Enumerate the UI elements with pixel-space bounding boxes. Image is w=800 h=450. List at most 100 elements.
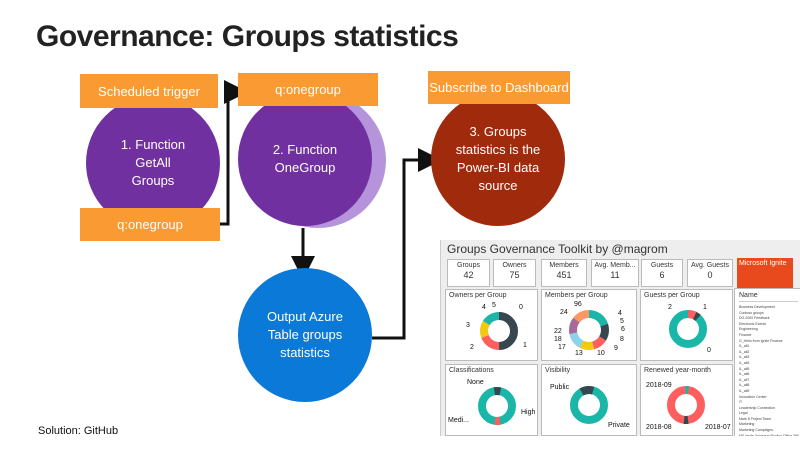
name-slicer-item[interactable]: DG-2000 Feedback: [739, 316, 770, 321]
members-label: 17: [558, 344, 566, 351]
kpi-label: Groups: [457, 262, 480, 269]
name-slicer-item[interactable]: IL_all1: [739, 344, 750, 349]
kpi-value: 42: [463, 270, 474, 280]
kpi-members: Members 451: [541, 259, 587, 287]
name-slicer-item[interactable]: Innovation Center: [739, 394, 767, 399]
queue-tag-top: q:onegroup: [238, 73, 378, 106]
kpi-label: Guests: [650, 262, 674, 269]
name-slicer-item[interactable]: IL_all7: [739, 377, 750, 382]
classifications-label: Medi...: [448, 417, 470, 424]
name-slicer-item[interactable]: IL_all9: [739, 388, 750, 393]
owners-donut: [480, 312, 518, 350]
owners-label: 2: [470, 344, 474, 351]
name-slicer-item[interactable]: MS Ignite Universal Studios Office 365: [739, 433, 799, 436]
members-label: 5: [620, 318, 624, 325]
guests-label: 2: [668, 304, 672, 311]
function1-node: 1. Function GetAll Groups: [86, 96, 220, 230]
name-slicer-item[interactable]: IL_all4: [739, 360, 750, 365]
panel-title: Visibility: [545, 367, 571, 374]
name-slicer-item[interactable]: Legal: [739, 411, 748, 416]
renewed-label: 2018-07: [705, 424, 731, 431]
kpi-guests: Guests 6: [641, 259, 683, 287]
datasource-node: 3. Groups statistics is the Power-BI dat…: [431, 92, 565, 226]
function1-label: 1. Function GetAll Groups: [120, 137, 186, 188]
connector-output-to-datasource: [372, 148, 442, 340]
kpi-label: Avg. Memb...: [594, 262, 636, 269]
name-slicer-item[interactable]: Marketing: [739, 422, 755, 427]
name-slicer-item[interactable]: IT: [739, 400, 743, 405]
kpi-value: 451: [556, 270, 572, 280]
classifications-donut: [478, 387, 516, 425]
subscribe-label: Subscribe to Dashboard: [429, 80, 569, 95]
name-slicer-item[interactable]: Business Development: [739, 305, 775, 309]
queue-tag-top-label: q:onegroup: [275, 82, 341, 97]
name-slicer-item[interactable]: Electronic Events: [739, 321, 767, 326]
guests-label: 1: [703, 304, 707, 311]
members-label: 6: [621, 326, 625, 333]
owners-label: 4: [482, 304, 486, 311]
dashboard-title: Groups Governance Toolkit by @magrom: [447, 242, 668, 256]
renewed-label: 2018-08: [646, 424, 672, 431]
renewed-donut: [667, 386, 705, 424]
footer-note: Solution: GitHub: [38, 425, 119, 437]
name-slicer-item[interactable]: IL_all8: [739, 383, 750, 388]
name-slicer-item[interactable]: Leadership Connection: [739, 405, 775, 410]
members-panel: Members per Group 96 24 4 5 6 22 8 18 9 …: [541, 289, 637, 361]
members-label: 18: [554, 336, 562, 343]
panel-title: Owners per Group: [449, 292, 507, 299]
name-slicer-item[interactable]: Finance: [739, 332, 752, 337]
queue-tag-bottom: q:onegroup: [80, 208, 220, 241]
owners-label: 5: [492, 302, 496, 309]
members-label: 4: [618, 310, 622, 317]
visibility-label: Public: [550, 384, 570, 391]
kpi-groups: Groups 42: [447, 259, 490, 287]
owners-label: 0: [519, 304, 523, 311]
name-slicer-item[interactable]: IL_all6: [739, 372, 750, 377]
scheduled-trigger-tag: Scheduled trigger: [80, 74, 218, 108]
kpi-value: 75: [509, 270, 520, 280]
kpi-owners: Owners 75: [493, 259, 536, 287]
members-label: 13: [575, 350, 583, 357]
name-slicer-item[interactable]: Mark 8 Project Team: [739, 416, 772, 421]
kpi-label: Avg. Guests: [690, 262, 729, 269]
panel-title: Renewed year-month: [644, 367, 711, 374]
classifications-label: High: [521, 409, 536, 416]
kpi-value: 0: [707, 270, 713, 280]
name-slicer-item[interactable]: G_Hello from Ignite Finance: [739, 338, 783, 343]
name-slicer-item[interactable]: Contoso groups: [739, 310, 764, 315]
members-donut: [569, 310, 609, 350]
kpi-value: 6: [659, 270, 665, 280]
owners-panel: Owners per Group 4 5 0 3 2 1: [445, 289, 538, 361]
output-node: Output Azure Table groups statistics: [238, 268, 372, 402]
name-slicer-item[interactable]: IL_all3: [739, 355, 750, 360]
kpi-value: 11: [610, 270, 620, 280]
panel-title: Guests per Group: [644, 292, 700, 299]
datasource-label: 3. Groups statistics is the Power-BI dat…: [455, 124, 541, 193]
members-label: 22: [554, 328, 562, 335]
output-label: Output Azure Table groups statistics: [267, 309, 343, 360]
panel-title: Members per Group: [545, 292, 608, 299]
connector-queue-to-function2: [220, 80, 248, 226]
panel-title: Classifications: [449, 367, 494, 374]
name-slicer-item[interactable]: IL_all2: [739, 349, 750, 354]
owners-label: 3: [466, 322, 470, 329]
renewed-label: 2018-09: [646, 382, 672, 389]
guests-donut: [669, 310, 707, 348]
members-label: 9: [614, 345, 618, 352]
name-slicer-item[interactable]: Marketing Campaigns: [739, 428, 774, 433]
classifications-panel: Classifications None Medi... High: [445, 364, 538, 436]
visibility-donut: [570, 386, 608, 424]
members-label: 8: [620, 336, 624, 343]
function2-label: 2. Function OneGroup: [272, 142, 338, 175]
page-title: Governance: Groups statistics: [36, 20, 459, 53]
members-label: 24: [560, 309, 568, 316]
name-slicer-item[interactable]: IL_all5: [739, 366, 750, 371]
subscribe-tag: Subscribe to Dashboard: [428, 71, 570, 104]
visibility-panel: Visibility Public Private: [541, 364, 637, 436]
name-slicer-header: Name: [739, 292, 798, 302]
members-label: 96: [574, 301, 582, 308]
name-slicer-item[interactable]: Engineering: [739, 327, 758, 332]
